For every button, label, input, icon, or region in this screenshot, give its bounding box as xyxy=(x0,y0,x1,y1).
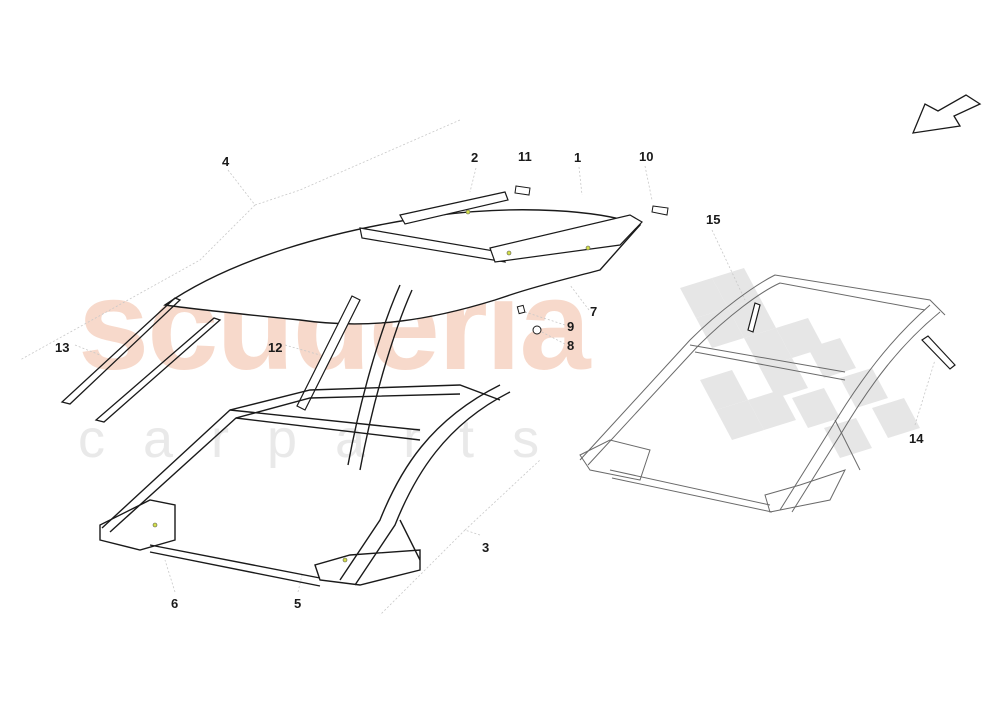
callout-10[interactable]: 10 xyxy=(639,149,654,164)
right-frame xyxy=(579,274,946,513)
callout-1[interactable]: 1 xyxy=(574,150,582,165)
left-frame xyxy=(99,284,511,587)
callout-13[interactable]: 13 xyxy=(55,340,70,355)
callout-9[interactable]: 9 xyxy=(567,319,575,334)
callout-6[interactable]: 6 xyxy=(171,596,179,611)
right-frame-parts xyxy=(747,302,956,370)
strip-12 xyxy=(296,295,361,411)
small-plates xyxy=(514,185,669,216)
callout-5[interactable]: 5 xyxy=(294,596,302,611)
clips xyxy=(516,304,542,335)
callout-4[interactable]: 4 xyxy=(222,154,230,169)
callout-8[interactable]: 8 xyxy=(567,338,575,353)
callout-2[interactable]: 2 xyxy=(471,150,479,165)
leader-lines xyxy=(19,119,936,616)
callout-14[interactable]: 14 xyxy=(909,431,924,446)
callout-3[interactable]: 3 xyxy=(482,540,490,555)
watermark-sub: carparts xyxy=(78,409,578,469)
callout-15[interactable]: 15 xyxy=(706,212,721,227)
callout-11[interactable]: 11 xyxy=(518,149,532,164)
seals-13 xyxy=(60,297,222,423)
arrow-down-left-icon xyxy=(911,94,982,134)
callout-7[interactable]: 7 xyxy=(590,304,598,319)
roof-panel xyxy=(163,209,642,325)
callout-12[interactable]: 12 xyxy=(268,340,283,355)
roof-rails xyxy=(359,191,643,263)
